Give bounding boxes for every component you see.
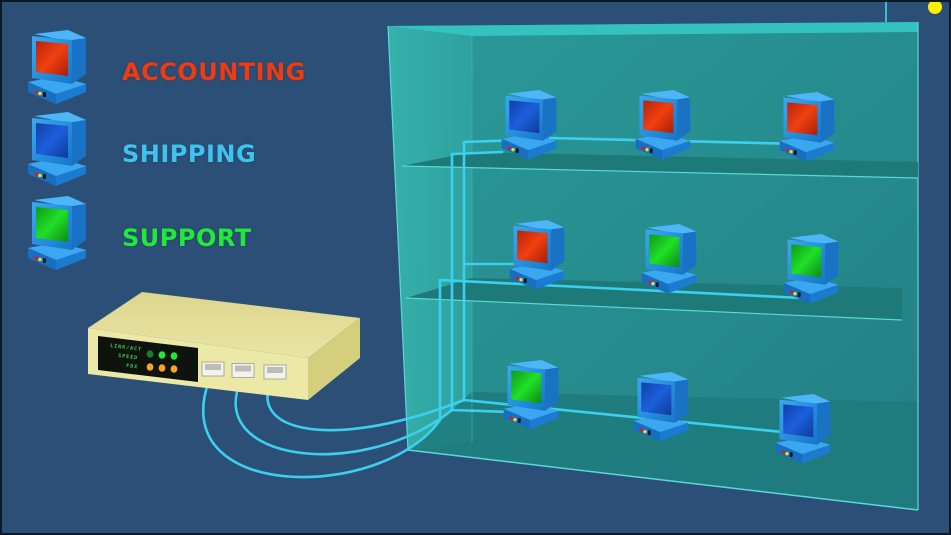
legend-computer-icon-shipping bbox=[28, 112, 86, 186]
floor-1-computer-1[interactable] bbox=[503, 360, 559, 430]
screen-accounting bbox=[787, 102, 818, 136]
floor-3-computer-2[interactable] bbox=[635, 90, 691, 160]
screen-support bbox=[649, 234, 680, 268]
shelf-floor-2 bbox=[406, 278, 902, 320]
switch-cable-2 bbox=[234, 376, 454, 456]
switch-side bbox=[308, 318, 360, 400]
floor-3-computer-3[interactable] bbox=[779, 92, 835, 162]
network-switch[interactable]: LINK/ACT SPEED FDX bbox=[88, 292, 360, 400]
switch-ports bbox=[201, 361, 287, 380]
screen-shipping bbox=[641, 382, 672, 416]
floor-2-computer-2[interactable] bbox=[641, 224, 697, 294]
floor-2-computer-1[interactable] bbox=[509, 220, 565, 290]
floor-2-computer-3[interactable] bbox=[783, 234, 839, 304]
fdx-led-3 bbox=[170, 365, 178, 373]
screen-accounting bbox=[517, 230, 548, 264]
screen-shipping bbox=[509, 100, 540, 134]
fdx-led-1 bbox=[146, 363, 154, 371]
legend-label-accounting: ACCOUNTING bbox=[122, 58, 306, 86]
switch-port-1[interactable] bbox=[201, 361, 225, 377]
building-left-wall bbox=[388, 26, 472, 450]
screen-accounting bbox=[643, 100, 674, 134]
floor-1-computer-3[interactable] bbox=[775, 394, 831, 464]
link-led-3 bbox=[170, 352, 178, 360]
building-computers bbox=[501, 90, 839, 464]
floor-3-computer-1[interactable] bbox=[501, 90, 557, 160]
indicator-dot bbox=[928, 2, 942, 14]
status-leds bbox=[146, 350, 178, 373]
label-link-act: LINK/ACT bbox=[110, 343, 143, 353]
floor2-cable-b bbox=[438, 278, 804, 300]
legend-label-support: SUPPORT bbox=[122, 224, 252, 252]
screen-shipping bbox=[783, 404, 814, 438]
fdx-led-2 bbox=[158, 364, 166, 372]
link-led-1 bbox=[146, 350, 154, 358]
cables bbox=[201, 136, 804, 479]
switch-port-2[interactable] bbox=[231, 363, 255, 378]
floor1-cable-b bbox=[450, 408, 514, 414]
legend-label-shipping: SHIPPING bbox=[122, 140, 257, 168]
legend-computer-icon-support bbox=[28, 196, 86, 270]
link-led-2 bbox=[158, 351, 166, 359]
label-speed: SPEED bbox=[118, 353, 139, 361]
label-fdx: FDX bbox=[126, 363, 139, 370]
shelf-floor-3 bbox=[402, 152, 918, 178]
switch-cable-1 bbox=[201, 376, 442, 479]
building-roof-edge bbox=[388, 22, 918, 36]
floor-1-computer-2[interactable] bbox=[633, 372, 689, 442]
screen-support bbox=[791, 244, 822, 278]
switch-cable-3 bbox=[266, 374, 466, 432]
legend-computer-icon-accounting bbox=[28, 30, 86, 104]
screen-support bbox=[511, 370, 542, 404]
floor3-cable-b bbox=[450, 150, 504, 156]
switch-port-3[interactable] bbox=[263, 364, 287, 380]
switch-top bbox=[88, 292, 360, 358]
